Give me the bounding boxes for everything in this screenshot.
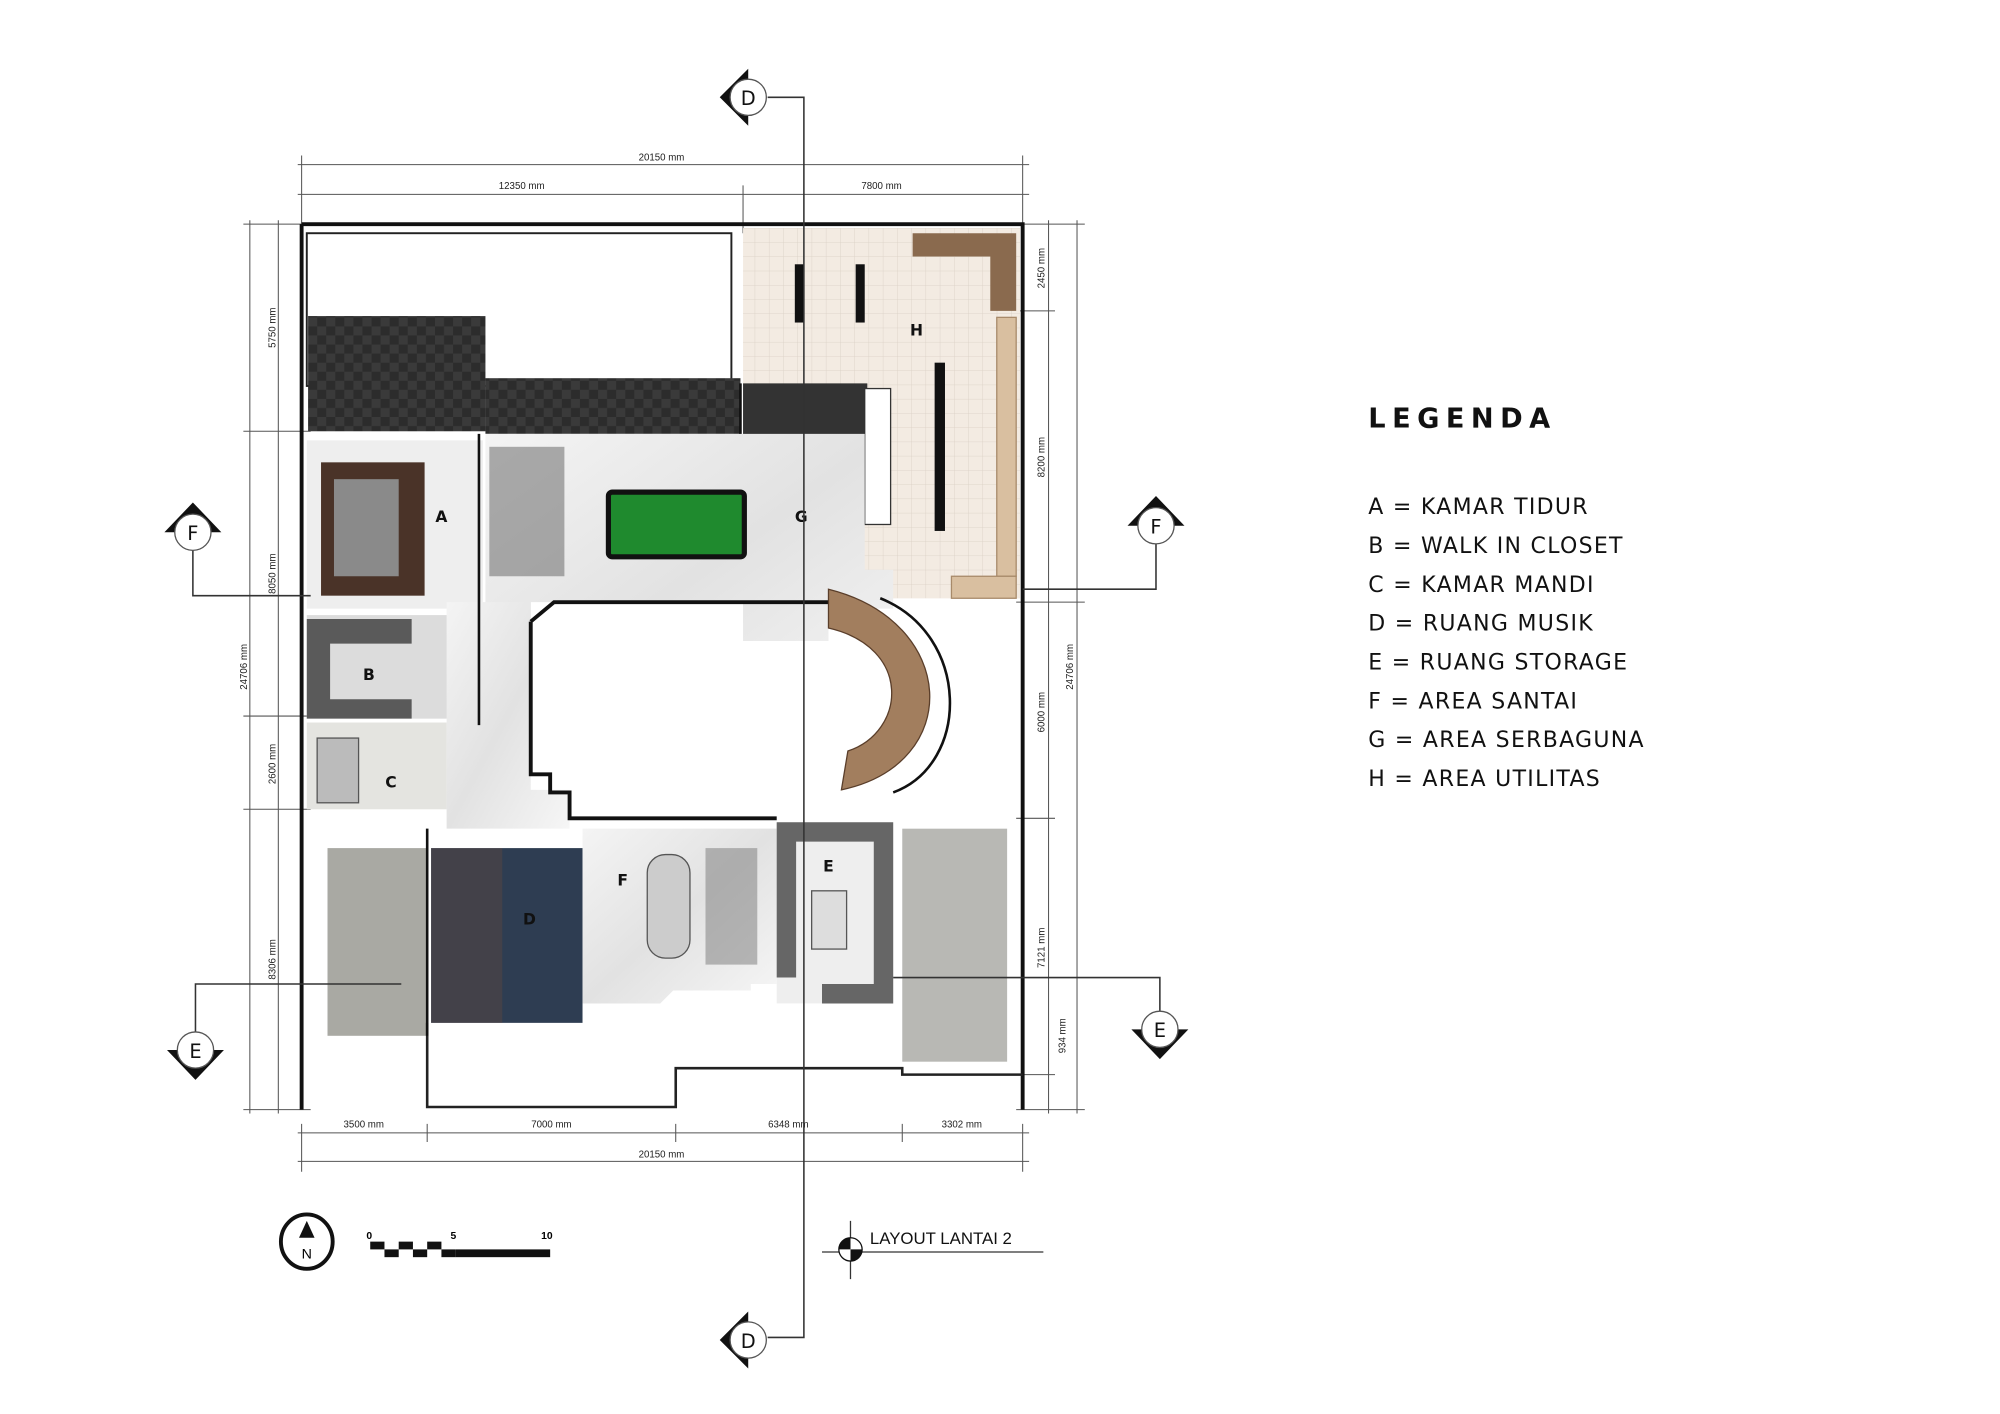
dim-right-3: 6000 mm — [1037, 692, 1048, 732]
dim-top-left: 12350 mm — [499, 181, 545, 192]
section-label-d-bottom: D — [741, 1330, 756, 1353]
legend-title: LEGENDA — [1368, 403, 1556, 434]
section-marker-e-left — [166, 1031, 224, 1080]
room-label-h: H — [910, 321, 923, 339]
scale-label-5: 5 — [450, 1231, 456, 1242]
curved-stairs — [827, 588, 931, 791]
section-label-e-left: E — [189, 1040, 201, 1063]
roof-middle — [485, 378, 741, 434]
dim-bottom-1: 3500 mm — [344, 1120, 384, 1131]
north-arrow-icon — [278, 1212, 335, 1271]
scale-label-0: 0 — [366, 1231, 372, 1242]
dim-right-2: 8200 mm — [1037, 437, 1048, 477]
section-label-d-top: D — [741, 87, 756, 110]
room-label-b: B — [363, 666, 375, 684]
dim-left-4: 8306 mm — [268, 939, 279, 979]
dim-left-2: 8050 mm — [268, 553, 279, 593]
title-symbol-icon — [822, 1220, 1044, 1280]
room-label-a: A — [435, 508, 447, 526]
room-label-e: E — [823, 857, 834, 875]
dim-right-5: 934 mm — [1057, 1018, 1068, 1053]
north-label: N — [302, 1246, 312, 1262]
scale-bar — [370, 1241, 551, 1258]
floor-plan — [299, 222, 1025, 1110]
dim-top-total: 20150 mm — [639, 153, 685, 164]
dim-left-3: 2600 mm — [268, 744, 279, 784]
section-marker-f-left — [164, 502, 222, 552]
legend-item: B = WALK IN CLOSET — [1368, 534, 1623, 559]
room-label-f: F — [617, 872, 628, 890]
legend-item: F = AREA SANTAI — [1368, 689, 1578, 714]
section-label-f-right: F — [1150, 516, 1161, 539]
section-marker-d-top — [719, 68, 767, 126]
room-label-c: C — [385, 773, 396, 791]
dim-left-1: 5750 mm — [268, 308, 279, 348]
dim-right-1: 2450 mm — [1037, 248, 1048, 288]
room-label-d: D — [523, 910, 536, 928]
legend-item: A = KAMAR TIDUR — [1368, 495, 1589, 520]
legend-item: G = AREA SERBAGUNA — [1368, 728, 1645, 753]
legend: LEGENDA A = KAMAR TIDUR B = WALK IN CLOS… — [1368, 403, 1645, 792]
section-marker-f-right — [1127, 495, 1185, 545]
multipurpose-area — [485, 433, 894, 726]
dim-right-total: 24706 mm — [1065, 644, 1076, 690]
dim-bottom-3: 6348 mm — [768, 1120, 808, 1131]
pool-table — [605, 489, 747, 560]
dimension-lines — [243, 155, 1085, 1172]
section-marker-d-bottom — [719, 1311, 767, 1369]
dim-left-total: 24706 mm — [239, 644, 250, 690]
dim-bottom-2: 7000 mm — [531, 1120, 571, 1131]
dim-right-4: 7121 mm — [1037, 928, 1048, 968]
section-marker-e-right — [1131, 1010, 1189, 1060]
dim-top-right: 7800 mm — [861, 181, 901, 192]
section-lines — [192, 96, 1161, 1339]
drawing-title: LAYOUT LANTAI 2 — [870, 1229, 1012, 1248]
dim-bottom-4: 3302 mm — [942, 1120, 982, 1131]
legend-item: H = AREA UTILITAS — [1368, 767, 1601, 792]
section-label-f-left: F — [187, 522, 198, 545]
section-label-e-right: E — [1154, 1019, 1166, 1042]
roof-left — [308, 316, 486, 432]
legend-item: D = RUANG MUSIK — [1368, 612, 1594, 637]
music-room — [431, 848, 583, 1023]
legend-item: E = RUANG STORAGE — [1368, 650, 1628, 675]
legend-item: C = KAMAR MANDI — [1368, 573, 1595, 598]
right-terrace — [902, 828, 1008, 1062]
dim-bottom-total: 20150 mm — [639, 1149, 685, 1160]
room-label-g: G — [795, 508, 808, 526]
scale-label-10: 10 — [541, 1231, 553, 1242]
concrete-terrace — [327, 848, 428, 1036]
